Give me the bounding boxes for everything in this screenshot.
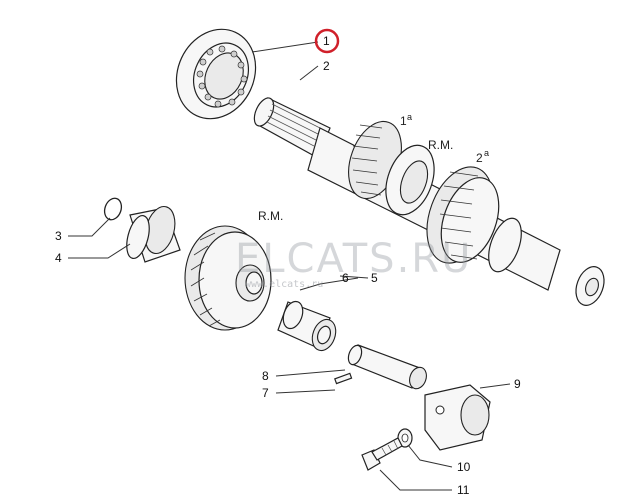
watermark-sub: www.elcats.ru xyxy=(245,279,323,290)
washer-part-10 xyxy=(397,428,413,448)
gear-reverse-on-shaft xyxy=(385,144,435,216)
watermark-main: ELCATS.RU xyxy=(235,236,472,282)
gear-label-first: 1 a xyxy=(400,112,412,128)
gear-label-reverse-on-shaft: R.M. xyxy=(428,138,453,152)
main-shaft-part-2 xyxy=(253,97,605,306)
sleeve-part-4 xyxy=(126,205,181,263)
callout-9[interactable]: 9 xyxy=(514,377,521,391)
gear-label-reverse-idler: R.M. xyxy=(258,209,283,223)
callout-highlight-ring xyxy=(314,28,340,54)
callout-1: 1 xyxy=(323,34,330,48)
bushing-part-6 xyxy=(277,300,337,352)
callout-2[interactable]: 2 xyxy=(323,59,330,73)
callout-11[interactable]: 11 xyxy=(457,483,470,497)
callout-10[interactable]: 10 xyxy=(457,460,471,474)
leader-lines xyxy=(68,41,511,491)
bolt-part-11 xyxy=(361,437,403,471)
circlip-part-3 xyxy=(103,197,123,221)
reverse-shaft-part-8 xyxy=(347,344,427,390)
gear-label-second: 2 a xyxy=(476,148,489,165)
callout-1-highlight[interactable]: 1 xyxy=(314,28,340,54)
gear-second xyxy=(426,166,500,264)
gear-label-second-number: 2 xyxy=(476,151,483,165)
reverse-idler-gear xyxy=(184,225,272,331)
bearing-part-1 xyxy=(175,28,257,120)
callout-5[interactable]: 5 xyxy=(371,271,378,285)
callout-3[interactable]: 3 xyxy=(55,229,62,243)
callout-7[interactable]: 7 xyxy=(262,386,269,400)
gear-label-first-number: 1 xyxy=(400,114,407,128)
pin-part-7 xyxy=(334,372,353,385)
gear-label-second-sup: a xyxy=(484,148,489,158)
support-block-part-9 xyxy=(424,384,491,451)
callout-8[interactable]: 8 xyxy=(262,369,269,383)
gear-label-first-sup: a xyxy=(407,112,412,122)
callout-6[interactable]: 6 xyxy=(342,271,349,285)
callout-4[interactable]: 4 xyxy=(55,251,62,265)
